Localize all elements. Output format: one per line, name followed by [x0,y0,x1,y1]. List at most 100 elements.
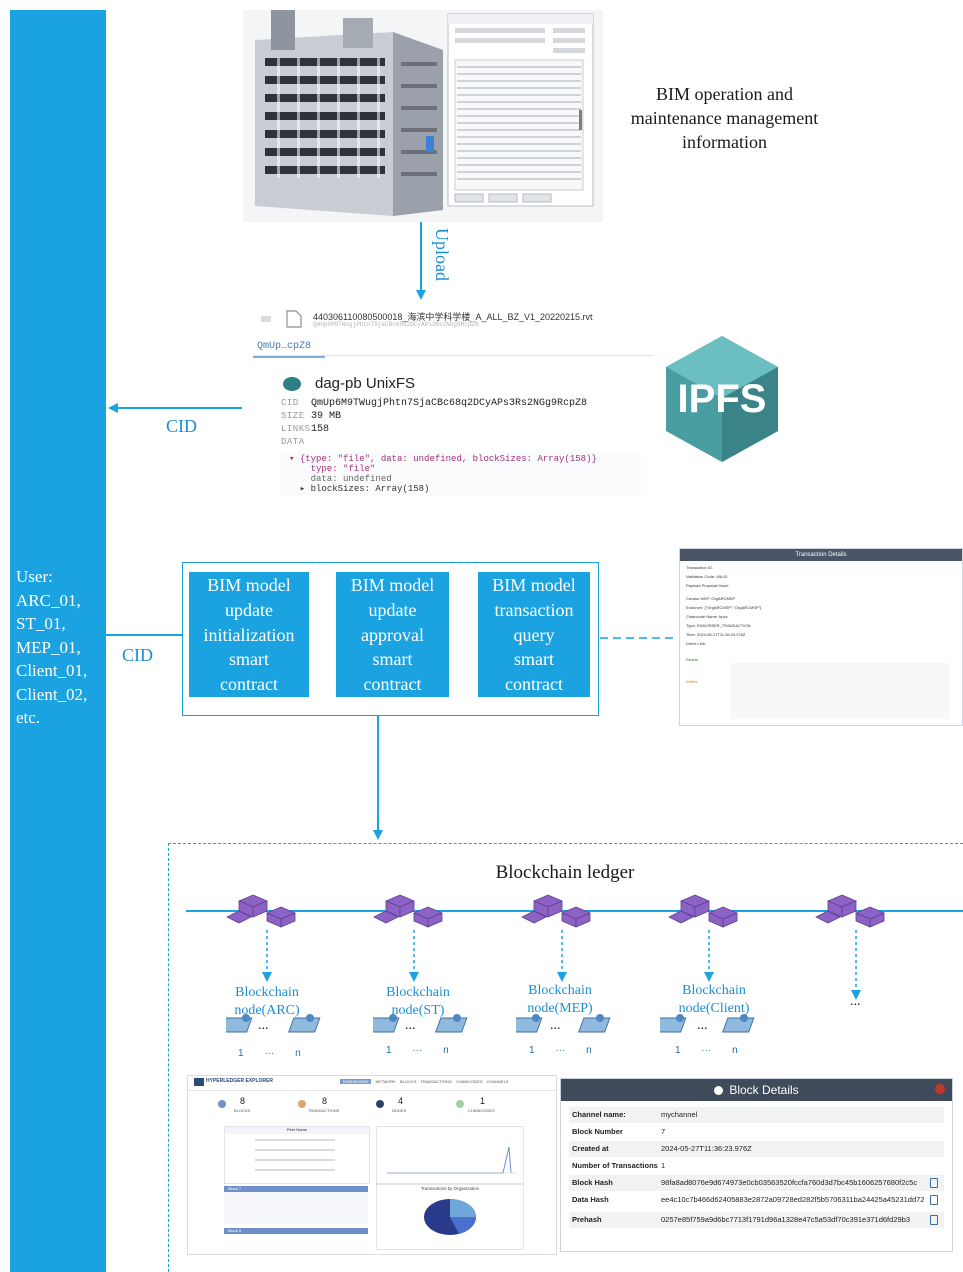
divider [253,355,653,356]
dag-node-icon [283,377,301,391]
close-icon[interactable] [935,1084,945,1094]
transaction-details-panel: Transaction Details Transaction ID: Vali… [679,548,963,726]
block-cluster-icon [521,894,592,928]
range-start: 1 [386,1045,392,1056]
range-end: n [295,1048,301,1059]
contract-line: smart [229,649,269,670]
code-line: ▾ {type: "file", data: undefined, blockS… [289,454,597,464]
block-item[interactable]: Block 7 [224,1186,368,1192]
node-label-client: Blockchain node(Client) [659,982,769,1018]
cube-icon [714,1086,724,1095]
contract-line: contract [505,674,563,695]
range-start: 1 [529,1045,535,1056]
icon-ellipsis: ... [697,1018,708,1033]
stat-label: TRANSACTIONS [308,1108,340,1113]
size-key: SIZE [281,411,305,421]
contract-line: initialization [203,624,295,645]
computer-node-icons [226,1014,321,1033]
more-nodes: ... [850,994,861,1009]
nav-item[interactable]: BLOCKS [400,1079,417,1084]
ipfs-file-panel: 440306110080500018_海滨中学科学楼_A_ALL_BZ_V1_2… [253,302,653,497]
stat-label: NODES [392,1108,407,1113]
tab-underline [253,356,325,358]
nav-item[interactable]: DASHBOARD [340,1079,372,1084]
contract-line: BIM model [492,575,576,595]
contract-line: BIM model [207,575,291,595]
contract-line: contract [363,674,422,695]
range-dots: ··· [264,1048,275,1059]
tx-title: Transaction Details [680,549,962,561]
explorer-header [188,1076,556,1091]
node-label-arc: Blockchain node(ARC) [212,984,322,1020]
explorer-brand: HYPERLEDGER EXPLORER [206,1078,273,1084]
row-value: 0257e85f759a9d6bc7713f1791d96a1328e47c5a… [661,1215,910,1224]
node-label-mep: Blockchain node(MEP) [505,982,615,1018]
nav-item[interactable]: TRANSACTIONS [420,1079,452,1084]
node-label-line: node(ARC) [234,1003,300,1018]
nodes-stat-icon [376,1100,384,1108]
node-label-line: Blockchain [235,985,299,1000]
bim-info-label: BIM operation and maintenance management… [612,82,837,154]
node-range: 1 ··· n [386,1045,449,1056]
bim-info-line: information [682,132,767,152]
nav-item[interactable]: NETWORK [375,1079,396,1084]
file-icon [286,310,302,328]
range-end: n [586,1045,592,1056]
upload-label-box: Upload [430,228,454,298]
ipfs-logo-icon: IPFS [666,336,778,462]
row-key: Channel name: [572,1110,626,1119]
links-key: LINKS [281,424,311,434]
row-key: Prehash [572,1215,602,1224]
stat-value: 1 [480,1096,486,1106]
bim-info-line: maintenance management [630,108,819,128]
range-dots: ··· [555,1045,566,1056]
tx-json-area [730,663,950,719]
transactions-stat-icon [298,1100,306,1108]
bim-info-line: BIM operation and [656,84,793,104]
tx-row: Reads: [686,657,699,662]
org-pie-panel: Transactions by Organization [376,1184,524,1250]
blockchain-ledger-box [168,843,963,1272]
short-cid-tab[interactable]: QmUp…cpZ8 [257,341,312,352]
block-detail-row: Channel name:mychannel [569,1107,944,1123]
peer-list-title: Peer Name [225,1127,369,1134]
smart-contracts-box [182,562,599,716]
block-item[interactable]: Block 6 [224,1228,368,1234]
explorer-nav: DASHBOARD NETWORK BLOCKS TRANSACTIONS CH… [340,1079,508,1084]
contract-query: BIM model transaction query smart contra… [478,572,590,697]
computer-node-icons [516,1014,611,1033]
block-cluster-icon [815,894,886,928]
node-label-line: node(ST) [391,1003,445,1018]
links-value: 158 [311,424,330,435]
user-line: Client_02, [16,684,88,704]
row-value: 2024-05-27T11:36:23.976Z [661,1144,752,1153]
cid-value: QmUp6M9TWugjPhtn7SjaCBc68q2DCyAPs3Rs2NGg… [311,398,588,409]
nav-item[interactable]: CHANNELS [486,1079,509,1084]
chaincodes-stat-icon [456,1100,464,1108]
nav-item[interactable]: CHAINCODES [455,1079,483,1084]
contract-line: contract [220,674,278,695]
tx-row: Type: ENDORSER_TRANSACTION [686,623,751,628]
row-key: Created at [572,1144,609,1153]
contract-approval: BIM model update approval smart contract [336,572,449,697]
copy-icon[interactable] [930,1195,938,1205]
ledger-title: Blockchain ledger [495,862,635,883]
cid-mid-label: CID [122,645,153,665]
tx-row: Time: 2024-05-27T11:36:23.976Z [686,632,746,637]
range-start: 1 [675,1045,681,1056]
file-cid: QmUp6M9TWugjPhtn7SjaCBc68q2DCyAPs3Rs2NGg… [313,321,479,328]
node-label-line: Blockchain [386,985,450,1000]
upload-label: Upload [432,228,452,281]
block-details-header: Block Details [561,1079,952,1101]
block-cluster-icon [226,894,297,928]
size-value: 39 MB [311,411,342,422]
contract-line: approval [361,624,424,645]
row-value: 98fa8ad8076e9d674973e0cb03563520fccfa760… [661,1178,918,1187]
icon-ellipsis: ... [258,1018,269,1033]
contract-line: BIM model [350,575,435,595]
copy-icon[interactable] [930,1215,938,1225]
copy-icon[interactable] [930,1178,938,1188]
range-start: 1 [238,1048,244,1059]
building-model-icon [255,10,594,216]
icon-ellipsis: ... [405,1018,416,1033]
